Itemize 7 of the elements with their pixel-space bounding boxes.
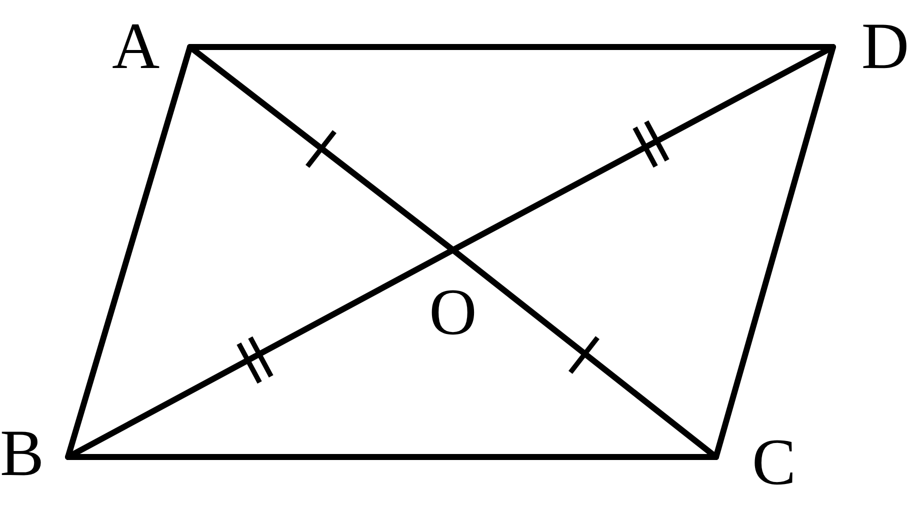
vertex-label: C: [752, 430, 796, 496]
vertex-label: O: [429, 280, 477, 346]
vertex-label: A: [112, 14, 160, 80]
vertex-label: B: [0, 421, 44, 487]
line-segment: [65, 247, 456, 460]
vertex-label: D: [861, 14, 909, 80]
line-segment: [450, 44, 836, 253]
